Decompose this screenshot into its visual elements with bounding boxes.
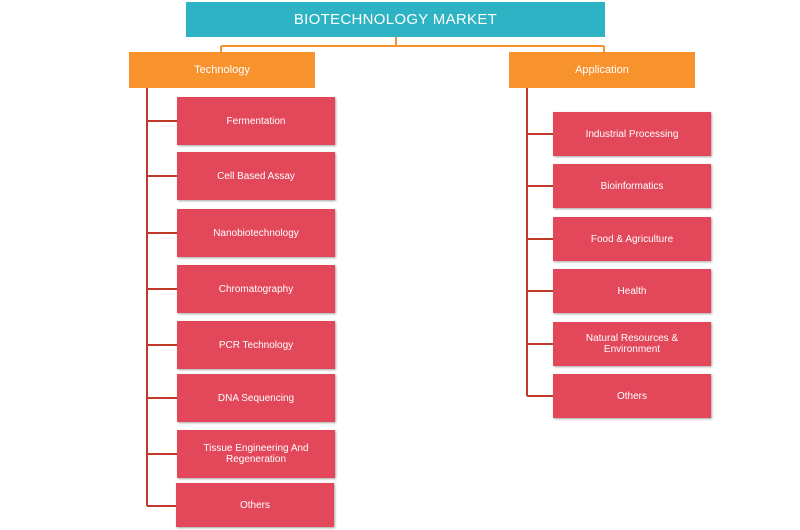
application-item-others: Others bbox=[553, 374, 711, 418]
technology-item-cell-based-assay: Cell Based Assay bbox=[177, 152, 335, 200]
application-branches bbox=[527, 133, 553, 397]
technology-item-others: Others bbox=[176, 483, 334, 527]
application-item-food-agriculture: Food & Agriculture bbox=[553, 217, 711, 261]
technology-item-fermentation: Fermentation bbox=[177, 97, 335, 145]
application-item-natural-resources: Natural Resources & Environment bbox=[553, 322, 711, 366]
technology-item-dna-sequencing: DNA Sequencing bbox=[177, 374, 335, 422]
root-connector bbox=[220, 37, 605, 52]
application-item-industrial-processing: Industrial Processing bbox=[553, 112, 711, 156]
technology-item-pcr-technology: PCR Technology bbox=[177, 321, 335, 369]
technology-branches bbox=[147, 120, 177, 507]
technology-item-tissue-engineering: Tissue Engineering And Regeneration bbox=[177, 430, 335, 478]
technology-item-chromatography: Chromatography bbox=[177, 265, 335, 313]
application-item-bioinformatics: Bioinformatics bbox=[553, 164, 711, 208]
category-application: Application bbox=[509, 52, 695, 88]
application-item-health: Health bbox=[553, 269, 711, 313]
category-technology: Technology bbox=[129, 52, 315, 88]
diagram-title: BIOTECHNOLOGY MARKET bbox=[186, 2, 605, 37]
technology-item-nanobiotechnology: Nanobiotechnology bbox=[177, 209, 335, 257]
